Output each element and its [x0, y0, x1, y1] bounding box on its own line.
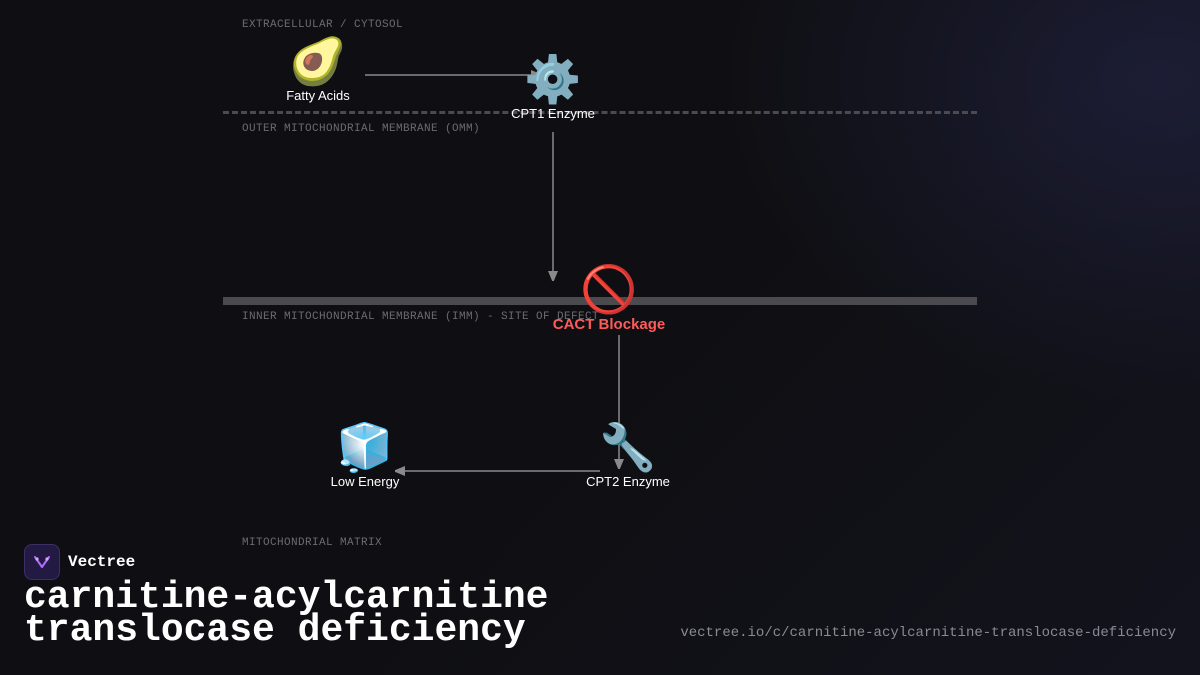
vectree-logo-icon [24, 544, 60, 580]
node-cact-blockage: 🚫 CACT Blockage [553, 264, 666, 333]
zone-label-imm: INNER MITOCHONDRIAL MEMBRANE (IMM) - SIT… [242, 311, 600, 323]
wrench-icon: 🔧 [599, 421, 657, 473]
zone-label-omm: OUTER MITOCHONDRIAL MEMBRANE (OMM) [242, 123, 481, 135]
node-fatty-acids-label: Fatty Acids [286, 88, 350, 103]
node-cpt1-label: CPT1 Enzyme [511, 106, 595, 121]
prohibited-icon: 🚫 [580, 263, 638, 315]
brand[interactable]: Vectree [24, 544, 135, 580]
node-low-energy-label: Low Energy [330, 474, 400, 489]
source-url[interactable]: vectree.io/c/carnitine-acylcarnitine-tra… [680, 625, 1176, 641]
ice-cube-icon: 🧊 [336, 421, 394, 473]
node-cact-label: CACT Blockage [552, 316, 666, 333]
avocado-icon: 🥑 [289, 35, 347, 87]
inner-membrane-bar [223, 297, 977, 305]
node-cpt2-label: CPT2 Enzyme [586, 474, 670, 489]
zone-label-matrix: MITOCHONDRIAL MATRIX [242, 537, 383, 549]
node-cpt1: ⚙️ CPT1 Enzyme [511, 54, 595, 121]
brand-name: Vectree [68, 553, 136, 571]
node-low-energy: 🧊 Low Energy [331, 422, 400, 489]
page-title-line-2: translocase deficiency [24, 609, 526, 652]
node-cpt2: 🔧 CPT2 Enzyme [586, 422, 670, 489]
node-fatty-acids: 🥑 Fatty Acids [286, 36, 350, 103]
outer-membrane-line [223, 111, 977, 114]
gear-icon: ⚙️ [524, 53, 582, 105]
page-title: carnitine-acylcarnitine translocase defi… [24, 576, 664, 652]
page-title-line-1: carnitine-acylcarnitine [24, 576, 549, 619]
zone-label-extracellular: EXTRACELLULAR / CYTOSOL [242, 19, 404, 31]
